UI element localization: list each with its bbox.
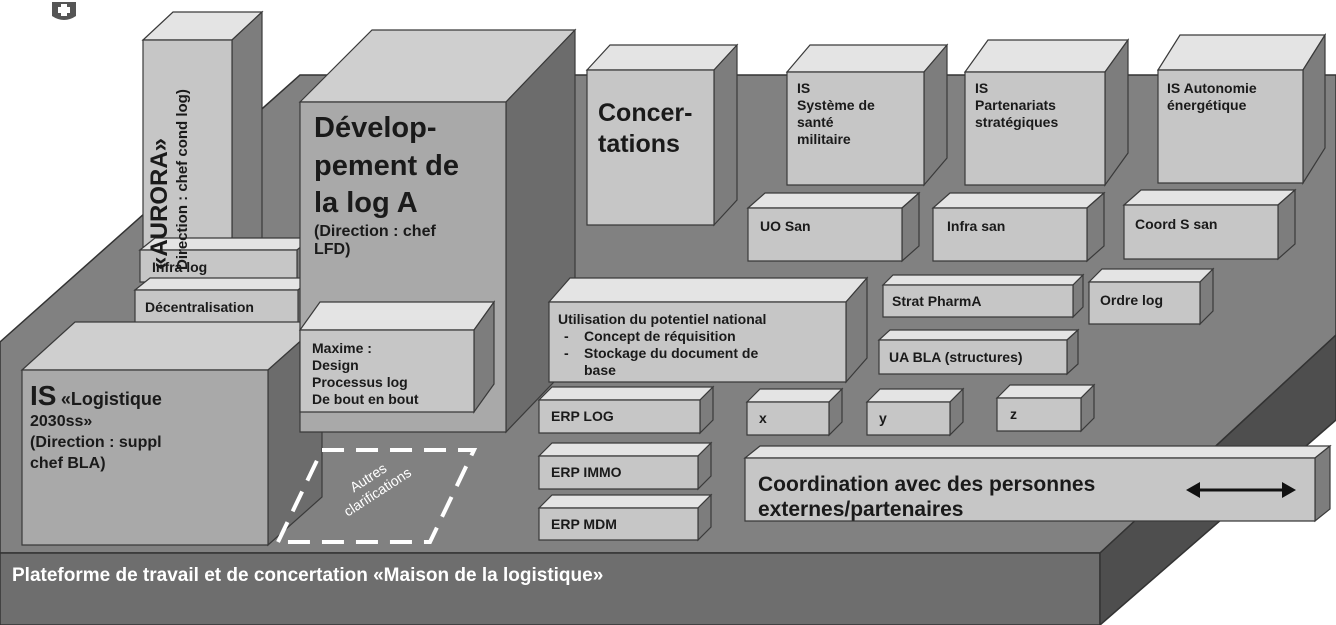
is-sante-line1: IS	[797, 80, 811, 96]
autres-clarifications-outline	[274, 448, 478, 544]
coord-s-san-label: Coord S san	[1135, 216, 1218, 232]
developpement-label: Dévelop- pement de la log A (Direction :…	[314, 110, 459, 260]
is-sante-label: IS Système de santé militaire	[797, 80, 875, 148]
platform-front	[0, 552, 1101, 625]
is-sante-line3: santé	[797, 114, 834, 130]
aurora-direction: Direction : chef cond log)	[174, 89, 191, 270]
is-sante-line4: militaire	[797, 131, 851, 147]
ordre-log-label: Ordre log	[1100, 292, 1164, 308]
developpement-line2: pement de	[314, 149, 460, 182]
aurora-title: «AURORA»	[146, 137, 173, 270]
uo-san-label: UO San	[760, 218, 811, 234]
is-logistique-label: IS «Logistique 2030ss» (Direction : supp…	[30, 380, 162, 474]
infra-log-label: Infra log	[152, 259, 208, 275]
potentiel-title: Utilisation du potentiel national	[558, 311, 767, 327]
aurora-label: «AURORA» Direction : chef cond log)	[146, 45, 232, 270]
ua-bla-label: UA BLA (structures)	[889, 349, 1023, 365]
maxime-line3: Processus log	[312, 374, 408, 390]
is-partenariats-line2: Partenariats	[975, 97, 1056, 113]
z-label: z	[1010, 406, 1017, 422]
developpement-line3: la log A	[314, 187, 418, 220]
potentiel-tail: base	[584, 362, 616, 378]
erp-log-label: ERP LOG	[551, 408, 614, 424]
maxime-box	[298, 300, 496, 414]
is-logistique-title: IS «Logistique	[30, 380, 162, 411]
coordination-line2: externes/partenaires	[758, 498, 964, 521]
is-autonomie-box	[1156, 32, 1327, 186]
is-logistique-line3: (Direction : suppl	[30, 434, 162, 451]
erp-immo-label: ERP IMMO	[551, 464, 622, 480]
concertations-line2: tations	[598, 130, 680, 159]
erp-log-box	[537, 385, 715, 435]
potentiel-item: Stockage du document de	[558, 345, 766, 362]
strat-pharma-box	[881, 273, 1085, 319]
decentralisation-label: Décentralisation	[145, 299, 254, 315]
y-box	[865, 387, 965, 437]
is-logistique-box	[20, 320, 324, 547]
is-sante-line2: Système de	[797, 97, 875, 113]
swiss-cross-logo	[52, 2, 76, 20]
developpement-line4: (Direction : chef	[314, 223, 436, 241]
concertations-line1: Concer-	[598, 99, 693, 127]
infra-san-label: Infra san	[947, 218, 1006, 234]
maxime-line1: Maxime :	[312, 340, 372, 356]
x-box	[745, 387, 844, 437]
aurora-box	[141, 10, 264, 270]
infra-san-box	[931, 191, 1106, 263]
potentiel-national-label: Utilisation du potentiel national Concep…	[558, 311, 766, 379]
z-box	[995, 383, 1096, 433]
maxime-label: Maxime : Design Processus log De bout en…	[312, 340, 419, 408]
developpement-line5: LFD)	[314, 241, 351, 259]
developpement-line1: Dévelop-	[314, 112, 437, 144]
is-sante-box	[785, 43, 949, 187]
is-logistique-line2: 2030ss»	[30, 413, 93, 430]
is-partenariats-label: IS Partenariats stratégiques	[975, 80, 1058, 131]
platform-label: Plateforme de travail et de concertation…	[12, 565, 604, 586]
coordination-label: Coordination avec des personnes externes…	[758, 472, 1095, 522]
maxime-line2: Design	[312, 357, 359, 373]
is-logistique-line4: chef BLA)	[30, 455, 106, 472]
uo-san-box	[746, 191, 921, 263]
erp-mdm-box	[537, 493, 713, 542]
erp-mdm-label: ERP MDM	[551, 516, 617, 532]
x-label: x	[759, 410, 767, 426]
erp-immo-box	[537, 441, 713, 491]
coordination-box	[743, 444, 1332, 523]
is-autonomie-line2: énergétique	[1167, 97, 1247, 113]
coord-s-san-box	[1122, 188, 1297, 261]
potentiel-item: Concept de réquisition	[558, 328, 766, 345]
strat-pharma-label: Strat PharmA	[892, 293, 982, 309]
is-partenariats-line1: IS	[975, 80, 989, 96]
concertations-label: Concer- tations	[598, 98, 692, 161]
is-autonomie-line1: IS Autonomie	[1167, 80, 1257, 96]
ordre-log-box	[1087, 267, 1215, 326]
coordination-line1: Coordination avec des personnes	[758, 473, 1096, 496]
is-autonomie-label: IS Autonomie énergétique	[1167, 80, 1257, 114]
ua-bla-box	[877, 328, 1080, 376]
is-partenariats-box	[963, 38, 1130, 187]
y-label: y	[879, 410, 887, 426]
double-arrow-icon	[1186, 482, 1296, 498]
is-partenariats-line3: stratégiques	[975, 114, 1059, 130]
concertations-box	[585, 43, 739, 227]
maxime-line4: De bout en bout	[312, 391, 419, 407]
